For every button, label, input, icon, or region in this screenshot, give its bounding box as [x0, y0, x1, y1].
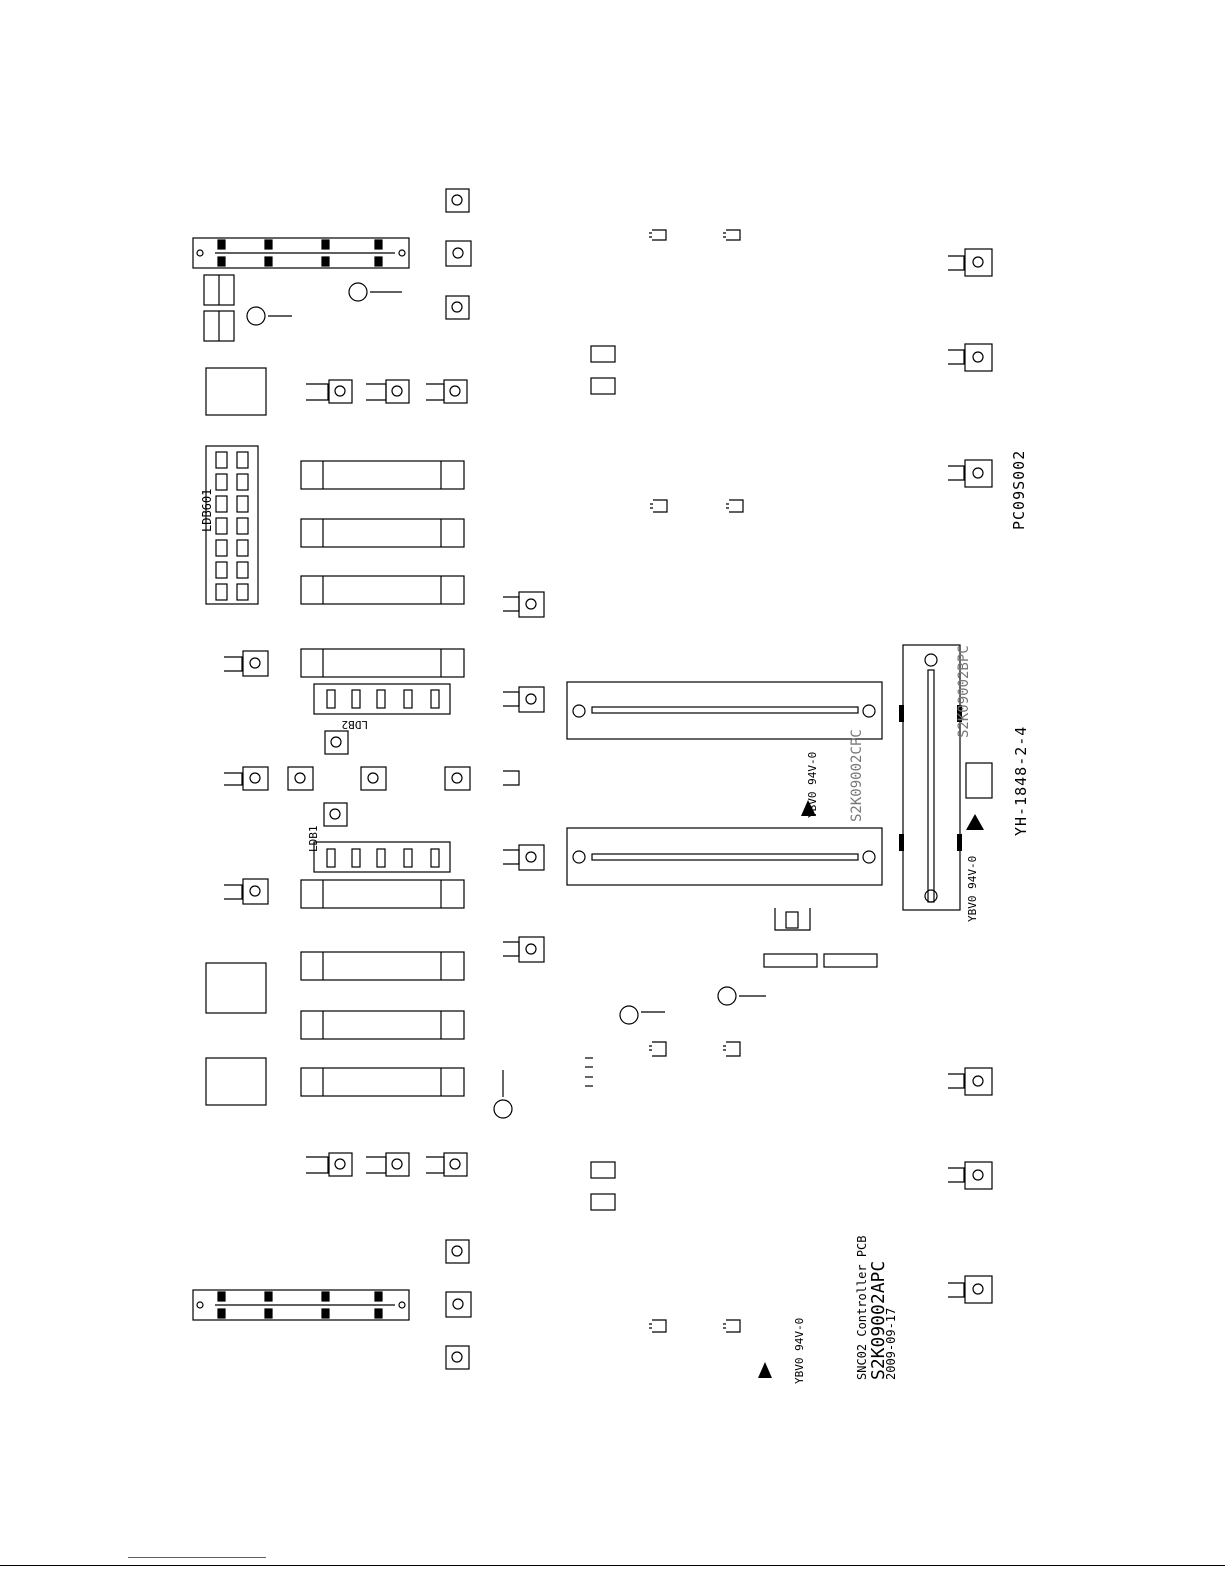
board-title-line-3: 2009-09-17 [884, 1308, 898, 1380]
led-digit-label-2: LDB1 [307, 826, 320, 853]
ul-mark-label: YBV0 94V-0 [966, 856, 979, 922]
ul-mark-label: YBV0 94V-0 [806, 752, 819, 818]
footer-link-underline[interactable] [128, 1557, 266, 1558]
led-array-label: LDB601 [200, 489, 214, 532]
ul-mark-label: YBV0 94V-0 [793, 1318, 806, 1384]
footer-divider [0, 1565, 1225, 1566]
board-c-code-label: S2K09002BPC [956, 645, 972, 738]
led-digit-label-1: LDB2 [342, 718, 369, 731]
board-title-line-1: SNC02 Controller PCB [855, 1236, 869, 1381]
pcb-code-label: PC09S002 [1010, 450, 1028, 530]
reference-number-label: YH-1848-2-4 [1012, 726, 1030, 836]
board-b-code-label: S2K09002CPC [849, 729, 865, 822]
